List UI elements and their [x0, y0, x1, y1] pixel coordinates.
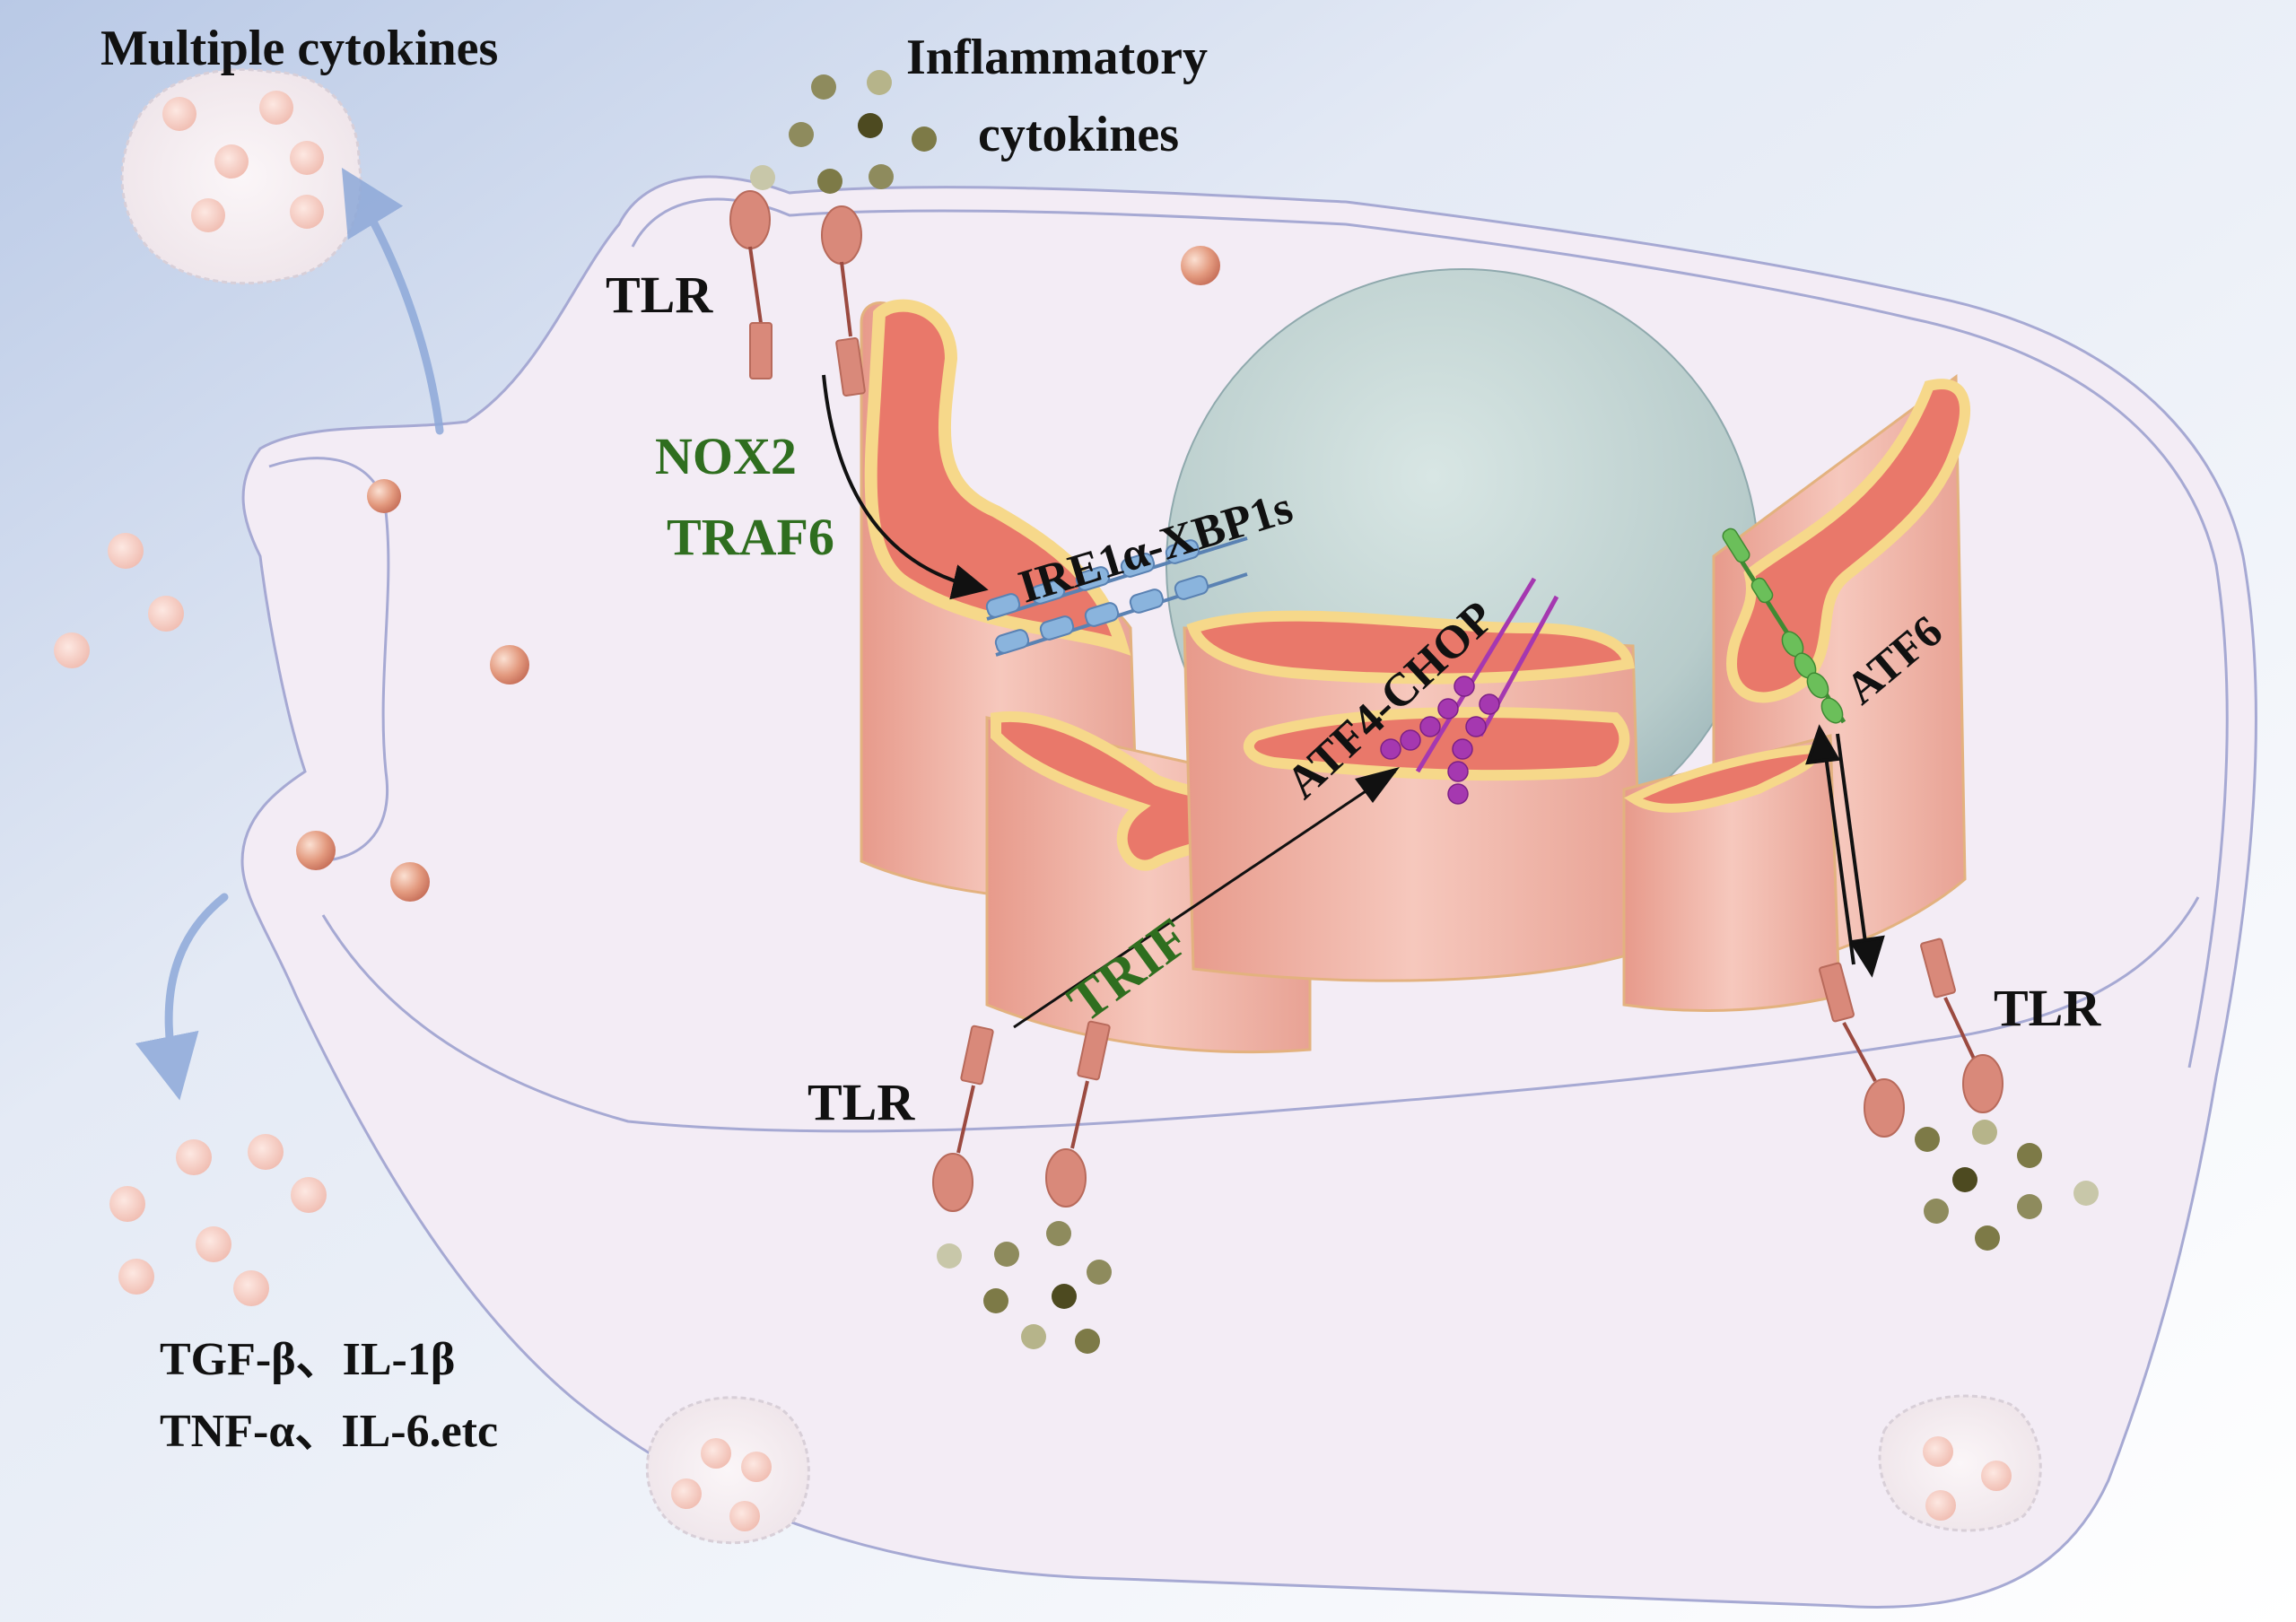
vesicles [296, 246, 1220, 902]
tlr-receptor [1819, 962, 1905, 1138]
inflammatory-cytokines-label-line2: cytokines [978, 107, 1179, 162]
inflammatory-cytokine-dots-top [750, 70, 937, 194]
atf4-chop-complex [1380, 577, 1559, 805]
cell-fold-left [268, 457, 390, 863]
atf6-bidirectional-arrow [1805, 724, 1885, 978]
tlr-receptor-group-bottom-right [1819, 937, 2004, 1138]
trif-arrow-head [1355, 767, 1400, 803]
tlr-label-top: TLR [606, 266, 713, 324]
tlr-label-bottom-right: TLR [1994, 979, 2101, 1037]
tlr-receptor [1920, 937, 2004, 1113]
er-right-lumen [1725, 379, 1970, 703]
tlr-receptor [821, 205, 866, 397]
ire1a-xbp1s-complex [985, 536, 1248, 657]
tlr-receptor [1045, 1020, 1111, 1208]
tlr-receptor [932, 1025, 994, 1212]
multiple-cytokines-label: Multiple cytokines [100, 21, 499, 76]
inflammatory-cytokine-dots-bottom-right [1915, 1120, 2099, 1251]
cytokine-cloud-top-left [120, 68, 362, 285]
traf6-label: TRAF6 [667, 508, 834, 566]
cell-inner-membrane-lower [321, 896, 2200, 1133]
tlr-receptor-group-bottom-left [932, 1020, 1111, 1212]
cytokine-list-line2: TNF-α、IL-6.etc [160, 1406, 499, 1457]
released-cytokine-dots-left [54, 533, 184, 668]
inflammatory-cytokines-label-line1: Inflammatory [906, 30, 1208, 85]
cytokine-cloud-bottom-right [1878, 1394, 2042, 1532]
released-cytokine-dots-lower [109, 1134, 327, 1306]
tlr-receptor [729, 190, 773, 379]
tlr-label-bottom-left: TLR [808, 1073, 915, 1131]
cytokine-list-line1: TGF-β、IL-1β [160, 1334, 456, 1385]
secretion-arrow-down [135, 893, 229, 1101]
nox2-traf6-arrow [822, 374, 989, 600]
inflammatory-cytokine-dots-bottom-left [937, 1221, 1112, 1354]
atf6-complex [1722, 528, 1846, 724]
cytokine-cloud-bottom-left [645, 1396, 810, 1545]
er-left-lumen [864, 299, 1131, 656]
tlr-receptor-group-top [729, 190, 866, 397]
nox2-label: NOX2 [655, 427, 797, 485]
secretion-arrow-up [341, 167, 444, 435]
